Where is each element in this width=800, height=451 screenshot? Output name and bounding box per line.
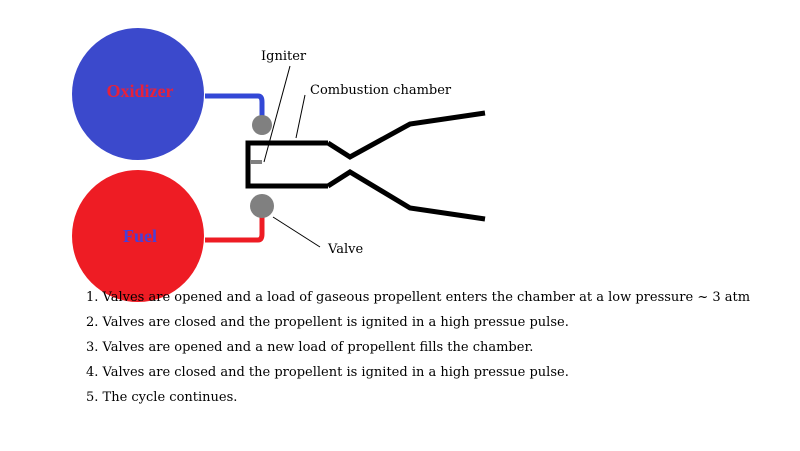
fuel-feed-line	[205, 207, 265, 243]
nozzle-lower-wall	[326, 169, 486, 222]
cycle-steps-list: 1. Valves are opened and a load of gaseo…	[86, 290, 750, 415]
combustion-chamber	[245, 140, 328, 189]
oxidizer-tank	[72, 28, 204, 160]
igniter-leader-line	[263, 65, 291, 163]
nozzle-upper-wall	[326, 110, 486, 160]
combustion-chamber-callout: Combustion chamber	[310, 83, 452, 98]
oxidizer-valve	[252, 115, 272, 135]
chamber-leader-line	[295, 94, 306, 139]
oxidizer-label: Oxidizer	[107, 81, 174, 101]
valve-callout: Valve	[327, 242, 363, 257]
cycle-step: 3. Valves are opened and a new load of p…	[86, 340, 534, 355]
igniter	[250, 160, 262, 164]
cycle-step: 5. The cycle continues.	[86, 390, 238, 405]
cycle-step: 1. Valves are opened and a load of gaseo…	[86, 290, 751, 305]
valve-leader-line	[272, 216, 321, 248]
igniter-callout: Igniter	[261, 49, 307, 64]
fuel-valve	[250, 194, 274, 218]
fuel-tank	[72, 170, 204, 302]
cycle-step: 4. Valves are closed and the propellent …	[86, 365, 569, 380]
fuel-label: Fuel	[123, 226, 157, 246]
cycle-step: 2. Valves are closed and the propellent …	[86, 315, 569, 330]
oxidizer-feed-line	[205, 93, 265, 124]
